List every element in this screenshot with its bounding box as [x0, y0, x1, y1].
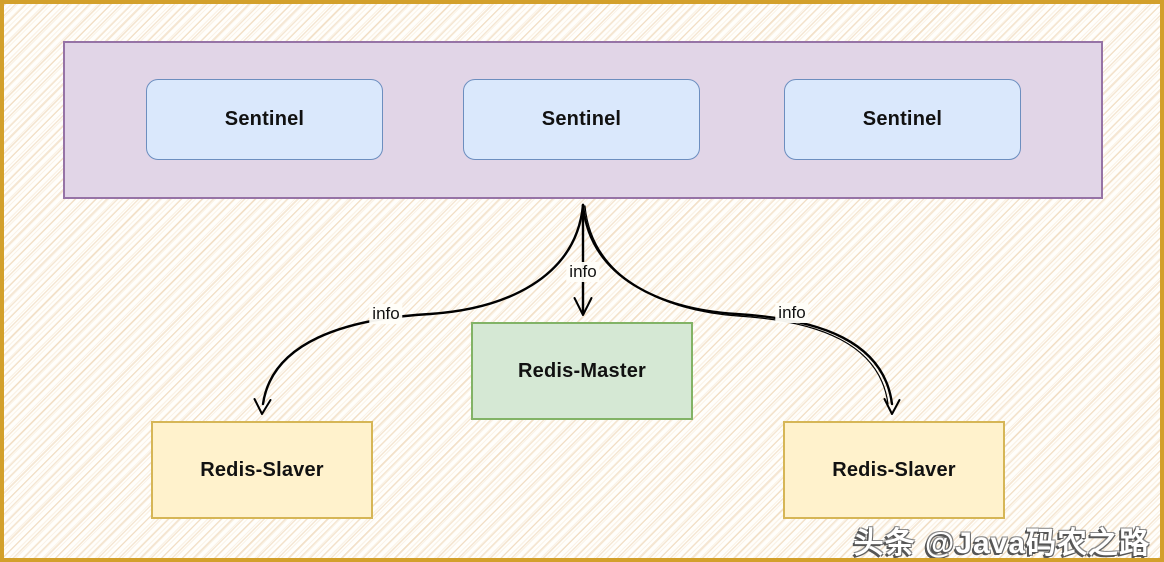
edge-label-right: info — [775, 303, 809, 323]
redis-slaver-node-right: Redis-Slaver — [783, 421, 1005, 519]
edge-label-left: info — [369, 304, 403, 324]
redis-master-node: Redis-Master — [471, 322, 693, 420]
sentinel-node-2-label: Sentinel — [541, 108, 622, 130]
redis-master-label: Redis-Master — [518, 359, 646, 382]
redis-slaver-node-left: Redis-Slaver — [151, 421, 373, 519]
sentinel-node-3-label: Sentinel — [862, 108, 943, 130]
sentinel-node-1: Sentinel — [146, 79, 383, 160]
redis-slaver-left-label: Redis-Slaver — [200, 458, 324, 481]
edge-right-arrowhead — [883, 398, 901, 415]
sentinel-node-1-label: Sentinel — [224, 108, 305, 130]
edge-left-arrowhead — [253, 398, 272, 415]
redis-slaver-right-label: Redis-Slaver — [832, 458, 956, 481]
sentinel-node-3: Sentinel — [784, 79, 1021, 160]
sentinel-node-2: Sentinel — [463, 79, 700, 160]
watermark-text: 头条 @Java码农之路 — [853, 527, 1150, 560]
edge-center-arrowhead — [573, 297, 593, 316]
edge-label-center: info — [566, 262, 600, 282]
